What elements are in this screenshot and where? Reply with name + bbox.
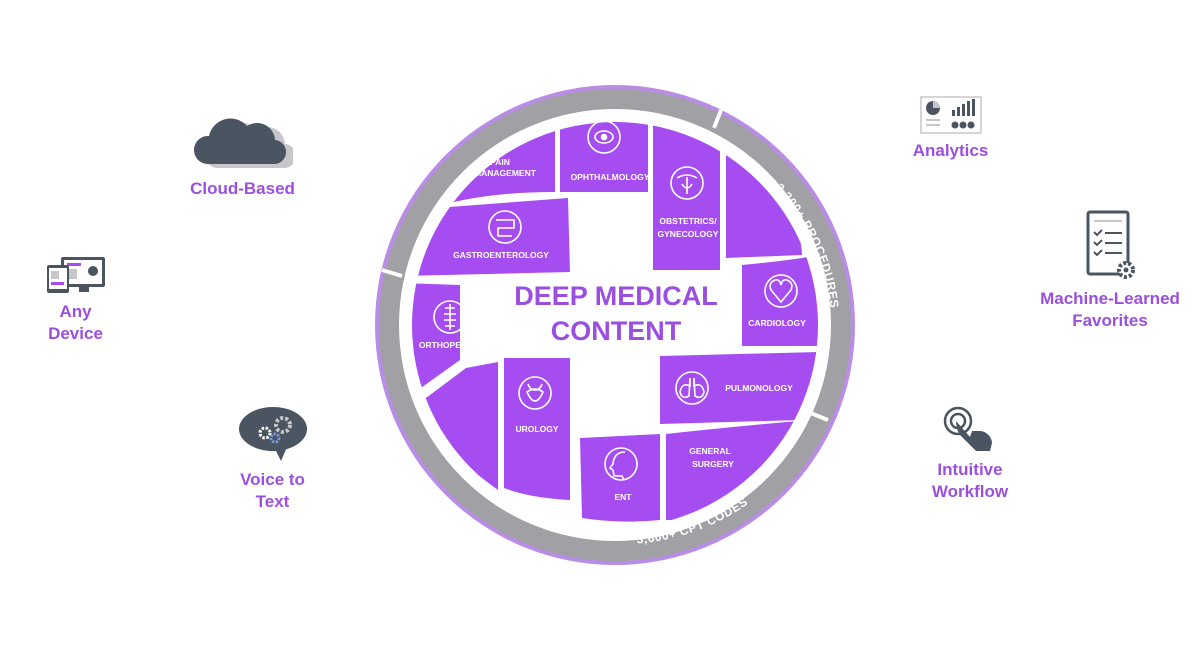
label-urology: UROLOGY — [516, 424, 559, 434]
analytics-label: Analytics — [912, 141, 989, 160]
feature-any-device: Any Device — [28, 255, 123, 345]
label-ent: ENT — [615, 492, 633, 502]
label-obgyn-1: OBSTETRICS/ — [659, 216, 717, 226]
segment-ent — [580, 434, 660, 522]
spine-icon — [433, 300, 467, 334]
segment-gastroenterology — [412, 198, 570, 276]
feature-analytics: Analytics — [898, 96, 1003, 162]
workflow-label-line1: Intuitive — [937, 460, 1003, 479]
feature-intuitive-workflow: Intuitive Workflow — [915, 405, 1025, 503]
device-label-line1: Any — [59, 302, 92, 321]
device-label-line2: Device — [48, 324, 103, 343]
deep-medical-content-diagram: 2+ MILLION MEDICAL CONCEPTS & RELATIONSH… — [370, 80, 855, 565]
cloud-icon — [193, 118, 293, 169]
feature-cloud-based: Cloud-Based — [180, 112, 305, 200]
intestine-icon — [488, 210, 522, 244]
label-orthopedics: ORTHOPEDICS — [419, 340, 482, 350]
feature-voice-to-text: Voice to Text — [220, 405, 325, 513]
bladder-icon — [518, 376, 552, 410]
favorites-label-line2: Favorites — [1072, 311, 1148, 330]
segment-icons — [433, 120, 798, 481]
label-surgery-2: SURGERY — [692, 459, 734, 469]
center-title-line2: CONTENT — [551, 316, 682, 346]
segment-ring-top-right — [726, 150, 802, 258]
label-surgery-1: GENERAL — [689, 446, 731, 456]
workflow-label-line2: Workflow — [931, 482, 1009, 501]
label-pulmonology: PULMONOLOGY — [725, 383, 793, 393]
analytics-icon — [919, 96, 982, 134]
label-cardiology: CARDIOLOGY — [748, 318, 806, 328]
center-title-line1: DEEP MEDICAL — [514, 281, 718, 311]
voice-label-line1: Voice to — [240, 470, 305, 489]
segment-pulmonology — [660, 352, 818, 424]
ring-dividers — [381, 109, 829, 514]
segment-ring-left-lower — [412, 362, 498, 490]
speech-bubble-gears-icon — [238, 407, 307, 461]
label-obgyn-2: GYNECOLOGY — [658, 229, 719, 239]
devices-icon — [46, 257, 105, 293]
lungs-icon — [675, 371, 709, 405]
cloud-label: Cloud-Based — [190, 179, 295, 198]
label-gastroenterology: GASTROENTEROLOGY — [453, 250, 549, 260]
segment-cardiology — [742, 255, 818, 346]
checklist-gear-icon — [1086, 210, 1135, 279]
label-pain-2: MANAGEMENT — [474, 168, 537, 178]
uterus-icon — [670, 166, 704, 200]
segment-ophthalmology — [560, 122, 648, 192]
feature-machine-learned-favorites: Machine-Learned Favorites — [1030, 210, 1190, 332]
voice-label-line2: Text — [255, 492, 290, 511]
segment-urology — [504, 358, 570, 500]
segment-general-surgery — [666, 420, 810, 520]
label-pain-1: PAIN — [490, 157, 510, 167]
label-ophthalmology: OPHTHALMOLOGY — [571, 172, 650, 182]
eye-icon — [587, 120, 621, 154]
touch-hand-icon — [943, 406, 992, 451]
heart-icon — [764, 274, 798, 308]
head-profile-icon — [604, 447, 638, 481]
favorites-label-line1: Machine-Learned — [1040, 289, 1180, 308]
